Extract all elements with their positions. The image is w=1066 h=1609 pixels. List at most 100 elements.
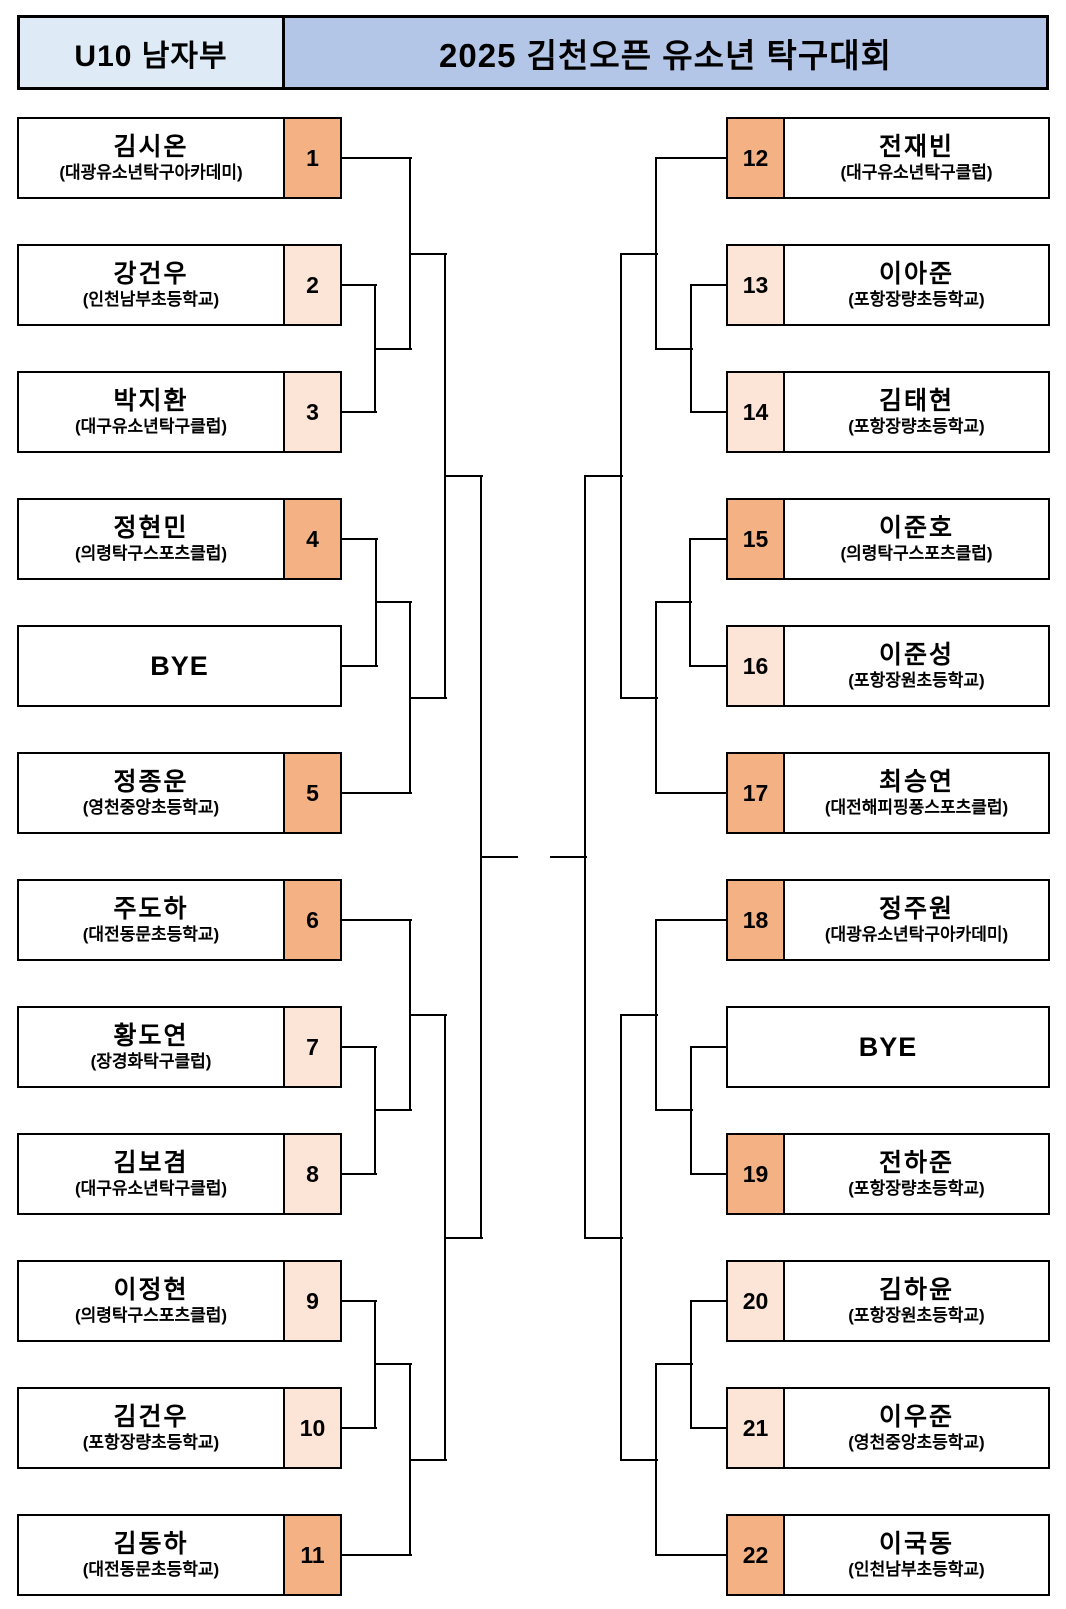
bracket-line-vertical xyxy=(374,1300,376,1429)
player-name: 김건우 xyxy=(113,1403,189,1431)
bracket-line-vertical xyxy=(655,1363,657,1556)
bracket-line-horizontal xyxy=(342,538,378,540)
player-name: 전재빈 xyxy=(878,133,954,161)
bracket-line-horizontal xyxy=(481,856,518,858)
bracket-line-horizontal xyxy=(691,411,728,413)
player-name: 정현민 xyxy=(113,514,189,542)
player-name: 이우준 xyxy=(878,1403,954,1431)
player-club: (포항장량초등학교) xyxy=(82,1433,220,1452)
bracket-line-horizontal xyxy=(342,792,412,794)
bye-box: BYE xyxy=(17,625,342,707)
player-box: 김동하(대전동문초등학교)11 xyxy=(17,1514,342,1596)
player-club: (대전동문초등학교) xyxy=(82,1560,220,1579)
bracket-line-horizontal xyxy=(690,665,728,667)
player-club: (장경화탁구클럽) xyxy=(90,1052,212,1071)
player-info: 김건우 (포항장량초등학교) xyxy=(19,1389,283,1467)
seed-number: 8 xyxy=(283,1135,340,1213)
bracket-line-vertical xyxy=(690,284,692,413)
player-info: 박지환 (대구유소년탁구클럽) xyxy=(19,373,283,451)
player-box: 주도하(대전동문초등학교)6 xyxy=(17,879,342,961)
player-club: (포항장량초등학교) xyxy=(848,417,985,436)
player-club: (인천남부초등학교) xyxy=(848,1560,985,1579)
player-box: 김건우 (포항장량초등학교) 10 xyxy=(17,1387,342,1469)
bracket-line-horizontal xyxy=(656,919,728,921)
player-club: (의령탁구스포츠클럽) xyxy=(74,544,228,563)
bracket-line-horizontal xyxy=(410,1014,447,1016)
seed-number: 21 xyxy=(728,1389,785,1467)
player-info: 김보겸(대구유소년탁구클럽) xyxy=(19,1135,283,1213)
seed-number: 5 xyxy=(283,754,340,832)
player-name: 최승연 xyxy=(878,768,954,796)
tournament-title-header: 2025 김천오픈 유소년 탁구대회 xyxy=(285,15,1049,90)
player-name: 강건우 xyxy=(113,260,189,288)
bracket-line-horizontal xyxy=(342,1300,377,1302)
bracket-line-vertical xyxy=(374,284,376,413)
seed-number: 15 xyxy=(728,500,785,578)
seed-number: 12 xyxy=(728,119,785,197)
seed-number: 10 xyxy=(283,1389,340,1467)
bracket-line-horizontal xyxy=(375,1363,412,1365)
player-name: 전하준 xyxy=(878,1149,954,1177)
bracket-line-vertical xyxy=(655,601,657,794)
player-name: 황도연 xyxy=(113,1022,189,1050)
player-name: 이준호 xyxy=(878,514,954,542)
player-info: 김시온(대광유소년탁구아카데미) xyxy=(19,119,283,197)
player-name: 주도하 xyxy=(113,895,189,923)
bracket-line-vertical xyxy=(409,601,411,794)
bracket-line-horizontal xyxy=(656,792,728,794)
player-info: 이아준(포항장량초등학교) xyxy=(785,246,1048,324)
bracket-line-horizontal xyxy=(690,538,728,540)
player-club: (대구유소년탁구클럽) xyxy=(74,1179,228,1198)
player-club: (포항장량초등학교) xyxy=(848,290,985,309)
bracket-line-horizontal xyxy=(691,1300,728,1302)
player-info: 정현민 (의령탁구스포츠클럽) xyxy=(19,500,283,578)
bracket-line-vertical xyxy=(374,1046,376,1175)
bracket-line-horizontal xyxy=(342,1554,412,1556)
player-club: (대구유소년탁구클럽) xyxy=(74,417,228,436)
player-name: 김하윤 xyxy=(878,1276,954,1304)
player-box: 김보겸(대구유소년탁구클럽)8 xyxy=(17,1133,342,1215)
player-club: (포항장원초등학교) xyxy=(848,1306,985,1325)
bracket-line-horizontal xyxy=(656,1554,728,1556)
player-name: 김태현 xyxy=(878,387,954,415)
bracket-line-horizontal xyxy=(656,348,693,350)
bracket-line-horizontal xyxy=(342,665,378,667)
player-box: 21 이우준 (영천중앙초등학교) xyxy=(726,1387,1050,1469)
seed-number: 22 xyxy=(728,1516,785,1594)
player-box: 정현민(의령탁구스포츠클럽)4 xyxy=(17,498,342,580)
bracket-line-vertical xyxy=(655,157,657,350)
bracket-line-vertical xyxy=(689,538,691,667)
player-info: 주도하(대전동문초등학교) xyxy=(19,881,283,959)
player-club: (대광유소년탁구아카데미) xyxy=(59,163,243,182)
player-club: (영천중앙초등학교) xyxy=(848,1433,985,1452)
bye-label: BYE xyxy=(858,1031,918,1062)
bracket-line-vertical xyxy=(409,1363,411,1556)
player-name: 이정현 xyxy=(113,1276,189,1304)
bracket-line-vertical xyxy=(409,157,411,350)
player-box: 이정현(의령탁구스포츠클럽)9 xyxy=(17,1260,342,1342)
player-club: (대전해피핑퐁스포츠클럽) xyxy=(824,798,1009,817)
bracket-line-horizontal xyxy=(342,1173,377,1175)
player-club: (포항장량초등학교) xyxy=(848,1179,985,1198)
seed-number: 3 xyxy=(283,373,340,451)
player-club: (의령탁구스포츠클럽) xyxy=(74,1306,228,1325)
player-club: (인천남부초등학교) xyxy=(82,290,220,309)
player-name: 이준성 xyxy=(878,641,954,669)
seed-number: 13 xyxy=(728,246,785,324)
player-info: 이준호(의령탁구스포츠클럽) xyxy=(785,500,1048,578)
player-name: 박지환 xyxy=(113,387,189,415)
bracket-line-horizontal xyxy=(342,284,377,286)
bracket-line-vertical xyxy=(620,253,622,699)
seed-number: 19 xyxy=(728,1135,785,1213)
bracket-line-horizontal xyxy=(691,284,728,286)
bracket-line-horizontal xyxy=(410,253,447,255)
bracket-line-horizontal xyxy=(445,475,483,477)
player-box: 강건우(인천남부초등학교)2 xyxy=(17,244,342,326)
bracket-line-horizontal xyxy=(342,919,412,921)
bracket-line-vertical xyxy=(444,1014,446,1461)
player-club: (영천중앙초등학교) xyxy=(82,798,220,817)
